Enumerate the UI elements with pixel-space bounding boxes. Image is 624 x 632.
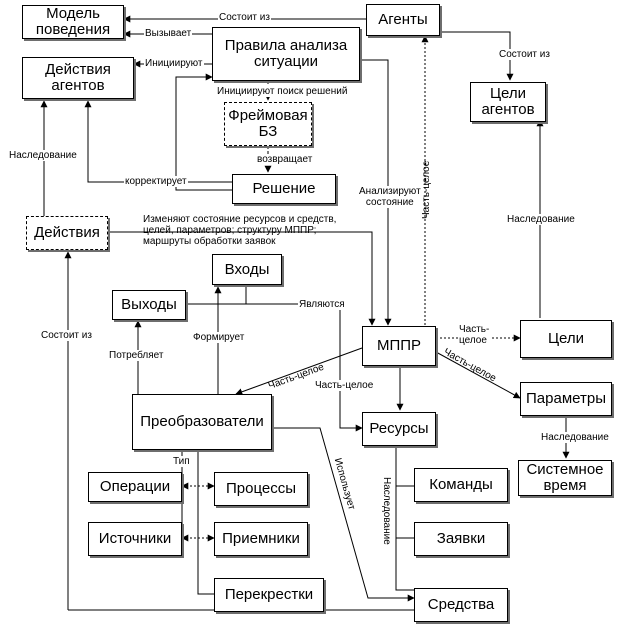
- node-rules[interactable]: Правила анализа ситуации: [212, 27, 360, 81]
- label-inheritance-left: Наследование: [8, 150, 78, 161]
- node-agents[interactable]: Агенты: [366, 4, 440, 36]
- node-parameters[interactable]: Параметры: [520, 382, 612, 416]
- node-receivers[interactable]: Приемники: [214, 522, 308, 556]
- label-consists-of-goals: Состоит из: [498, 49, 551, 60]
- edge-agents-goals: [440, 31, 514, 81]
- label-inheritance-time: Наследование: [540, 432, 610, 443]
- node-outputs[interactable]: Выходы: [112, 290, 186, 320]
- node-actions[interactable]: Действия: [26, 216, 108, 250]
- label-inheritance-right: Наследование: [506, 214, 576, 225]
- label-initiate-search: Инициируют поиск решений: [216, 86, 349, 97]
- label-initiate: Инициируют: [144, 58, 204, 69]
- label-part-whole-goals: Часть- целое: [458, 324, 491, 346]
- node-solution[interactable]: Решение: [232, 174, 336, 204]
- label-inheritance-res: Наследование: [381, 476, 392, 546]
- label-part-whole-vertical: Часть-целое: [421, 160, 432, 219]
- edge-mppr-params: [435, 351, 521, 399]
- label-consists-of-left: Состоит из: [40, 330, 93, 341]
- node-requests[interactable]: Заявки: [414, 522, 508, 556]
- edge-solution-actions-agents: [84, 100, 232, 183]
- node-inputs[interactable]: Входы: [212, 254, 282, 285]
- node-mppr[interactable]: МППР: [362, 326, 436, 366]
- node-converters[interactable]: Преобразователи: [132, 394, 272, 450]
- label-returns: возвращает: [256, 154, 314, 165]
- edge-type-tree: [181, 452, 214, 595]
- node-operations[interactable]: Операции: [88, 472, 182, 502]
- edge-res-children: [395, 446, 414, 591]
- node-sources[interactable]: Источники: [88, 522, 182, 556]
- node-frame-kb[interactable]: Фреймовая БЗ: [224, 102, 312, 146]
- node-crossroads[interactable]: Перекрестки: [214, 578, 324, 612]
- label-forms: Формирует: [192, 332, 246, 343]
- node-agent-goals[interactable]: Цели агентов: [470, 82, 546, 122]
- label-are: Являются: [298, 299, 346, 310]
- label-calls: Вызывает: [144, 28, 193, 39]
- node-goals[interactable]: Цели: [520, 320, 612, 358]
- label-consumes: Потребляет: [108, 350, 165, 361]
- node-agent-actions[interactable]: Действия агентов: [22, 57, 134, 99]
- node-model[interactable]: Модель поведения: [22, 5, 124, 39]
- node-resources[interactable]: Ресурсы: [362, 412, 436, 446]
- node-system-time[interactable]: Системное время: [518, 460, 612, 496]
- label-change-state: Изменяют состояние ресурсов и средств, ц…: [143, 214, 337, 247]
- label-part-whole-res: Часть-целое: [314, 380, 375, 391]
- edge-conv-means: [272, 427, 415, 602]
- node-means[interactable]: Средства: [414, 588, 508, 622]
- label-corrects: корректирует: [124, 176, 188, 187]
- edge-mppr-conv: [235, 347, 363, 396]
- label-analyze-state: Анализируют состояние: [358, 186, 422, 208]
- edge-solution-rules: [175, 73, 232, 191]
- node-processes[interactable]: Процессы: [214, 472, 308, 506]
- edge-rules-mppr: [360, 59, 392, 326]
- edge-actions-mppr: [108, 231, 376, 326]
- label-type: Тип: [172, 456, 191, 467]
- node-commands[interactable]: Команды: [414, 468, 508, 502]
- label-consists-of-top: Состоит из: [218, 12, 271, 23]
